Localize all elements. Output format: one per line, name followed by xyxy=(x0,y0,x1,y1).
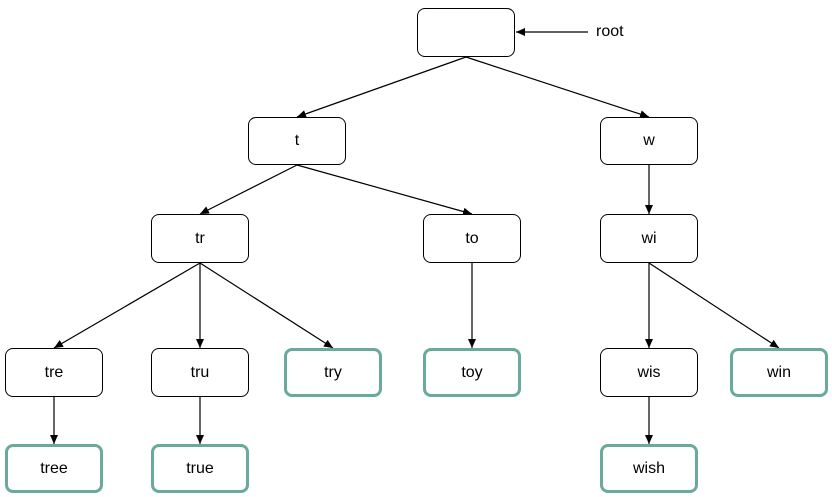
edge-t-to-to xyxy=(296,164,473,216)
node-t: t xyxy=(248,117,346,165)
node-wis: wis xyxy=(600,348,698,397)
node-root xyxy=(417,8,515,57)
node-wish-word: wish xyxy=(600,444,698,493)
edge-tr-to-tre xyxy=(53,262,201,349)
node-tr: tr xyxy=(151,214,249,263)
node-try-word: try xyxy=(284,348,382,397)
edge-root-to-t xyxy=(296,56,467,118)
root-label: root xyxy=(596,23,624,40)
node-w: w xyxy=(600,117,698,165)
node-tree-word: tree xyxy=(5,444,103,493)
node-tre: tre xyxy=(5,348,103,397)
node-tru: tru xyxy=(151,348,249,397)
edge-root-to-w xyxy=(465,56,650,118)
edge-tr-to-try xyxy=(199,262,334,349)
node-win-word: win xyxy=(730,348,828,397)
node-toy-word: toy xyxy=(423,348,521,397)
edge-t-to-tr xyxy=(199,164,298,215)
edge-wi-to-win xyxy=(648,262,780,349)
node-wi: wi xyxy=(600,214,698,263)
node-true-word: true xyxy=(151,444,249,493)
node-to: to xyxy=(423,214,521,263)
